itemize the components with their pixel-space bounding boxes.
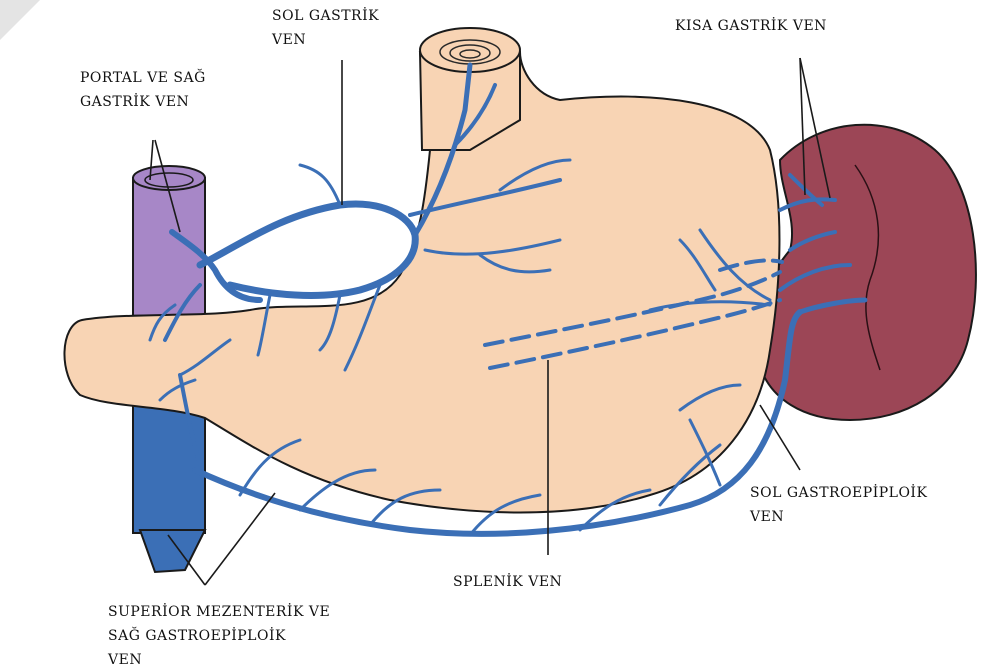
label-sol-gastroepiploik-line2: VEN [750, 505, 927, 529]
superior-mesenteric-vein [140, 530, 205, 572]
label-sol-gastroepiploik-line1: SOL GASTROEPİPLOİK [750, 481, 927, 505]
label-kisa-gastrik-line1: KISA GASTRİK VEN [675, 14, 827, 38]
portal-vein-opening [145, 173, 193, 187]
label-splenik-line1: SPLENİK VEN [453, 570, 562, 594]
label-sol-gastroepiploik-ven: SOL GASTROEPİPLOİK VEN [750, 481, 927, 529]
label-kisa-gastrik-ven: KISA GASTRİK VEN [675, 14, 827, 38]
label-superior-line1: SUPERİOR MEZENTERİK VE [108, 600, 330, 624]
label-superior-mezenterik: SUPERİOR MEZENTERİK VE SAĞ GASTROEPİPLOİ… [108, 600, 330, 672]
label-superior-line3: VEN [108, 648, 330, 672]
label-sol-gastrik-ven: SOL GASTRİK VEN [272, 4, 379, 52]
label-portal-sag-gastrik-ven: PORTAL VE SAĞ GASTRİK VEN [80, 66, 206, 114]
label-splenik-ven: SPLENİK VEN [453, 570, 562, 594]
label-superior-line2: SAĞ GASTROEPİPLOİK [108, 624, 330, 648]
label-portal-line2: GASTRİK VEN [80, 90, 206, 114]
label-sol-gastrik-line2: VEN [272, 28, 379, 52]
label-sol-gastrik-line1: SOL GASTRİK [272, 4, 379, 28]
label-portal-line1: PORTAL VE SAĞ [80, 66, 206, 90]
